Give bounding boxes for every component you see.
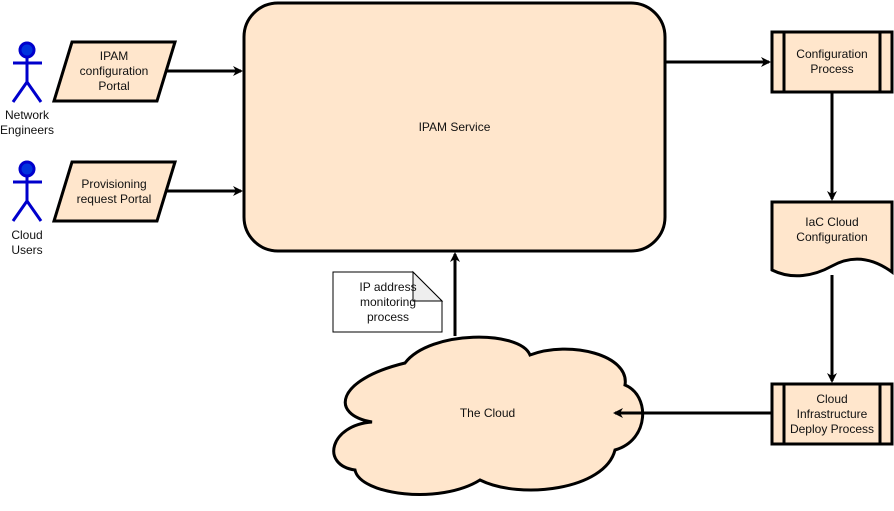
deploy-process-shape[interactable] [770, 382, 894, 446]
provisioning-portal-shape[interactable] [51, 160, 178, 223]
actor-label-network-engineers: Network Engineers [0, 108, 55, 137]
ipam-portal-label: IPAM configuration Portal [79, 49, 149, 93]
ipam-portal-shape[interactable] [51, 40, 178, 103]
ipam-service-label: IPAM Service [418, 119, 491, 134]
monitoring-note-label: IP address monitoring process [359, 279, 417, 324]
configuration-process-shape[interactable] [770, 30, 894, 94]
actor-network-engineers[interactable] [11, 41, 43, 103]
deploy-process-label: Cloud Infrastructure Deploy Process [789, 391, 875, 436]
ipam-service-shape[interactable] [242, 1, 667, 253]
iac-config-label: IaC Cloud Configuration [796, 215, 868, 244]
the-cloud-shape[interactable] [332, 335, 645, 496]
actor-label-cloud-users: Cloud Users [11, 228, 43, 257]
iac-config-shape[interactable] [770, 200, 894, 278]
monitoring-note-shape [332, 270, 444, 333]
actor-cloud-users[interactable] [11, 160, 43, 222]
provisioning-portal-label: Provisioning request Portal [76, 176, 152, 206]
the-cloud-label: The Cloud [459, 405, 516, 420]
configuration-process-label: Configuration Process [796, 47, 868, 76]
